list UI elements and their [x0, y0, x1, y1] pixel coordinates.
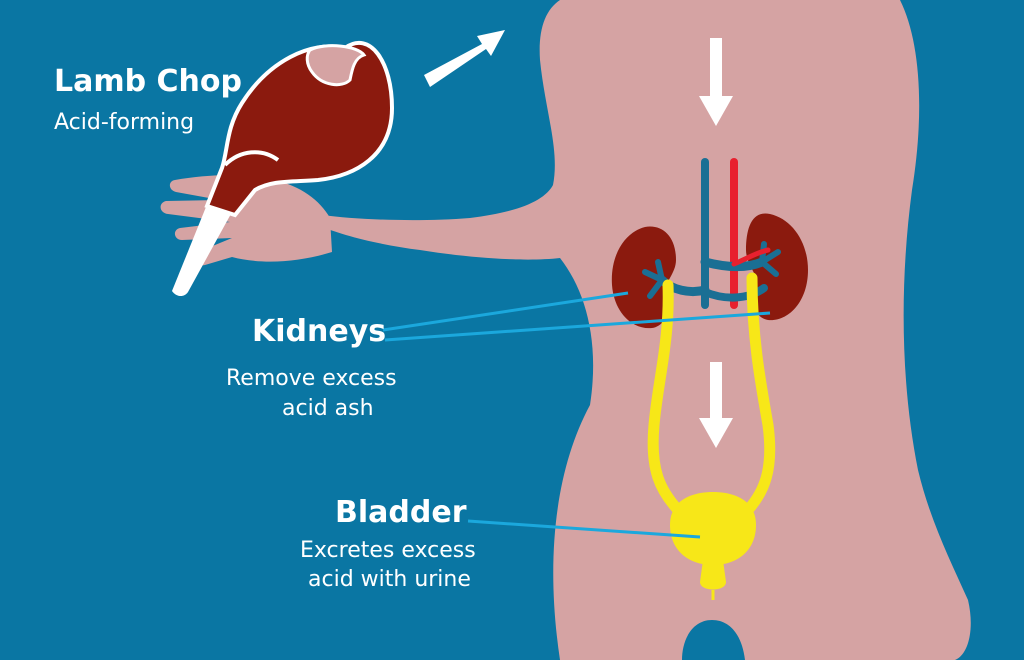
- kidneys-description-line2: acid ash: [282, 396, 374, 421]
- torso-silhouette: [318, 0, 971, 660]
- leader-lines: [382, 291, 771, 539]
- lamb-chop-title: Lamb Chop: [54, 64, 242, 99]
- lamb-chop-icon: [172, 40, 395, 297]
- left-kidney: [611, 226, 676, 329]
- kidneys-description-line1: Remove excess: [226, 366, 397, 391]
- lamb-chop-description: Acid-forming: [54, 110, 195, 135]
- arrow-down-2: [699, 362, 733, 448]
- bladder-description-line2: acid with urine: [308, 567, 471, 592]
- arrow-down-1: [699, 38, 733, 126]
- kidneys-title: Kidneys: [252, 314, 387, 349]
- bladder-description-line1: Excretes excess: [300, 538, 476, 563]
- urinary-tract: [647, 272, 776, 600]
- arrow-up-right: [424, 30, 505, 87]
- bladder-shape: [670, 492, 756, 565]
- bladder-title: Bladder: [335, 495, 467, 530]
- hand: [160, 175, 332, 266]
